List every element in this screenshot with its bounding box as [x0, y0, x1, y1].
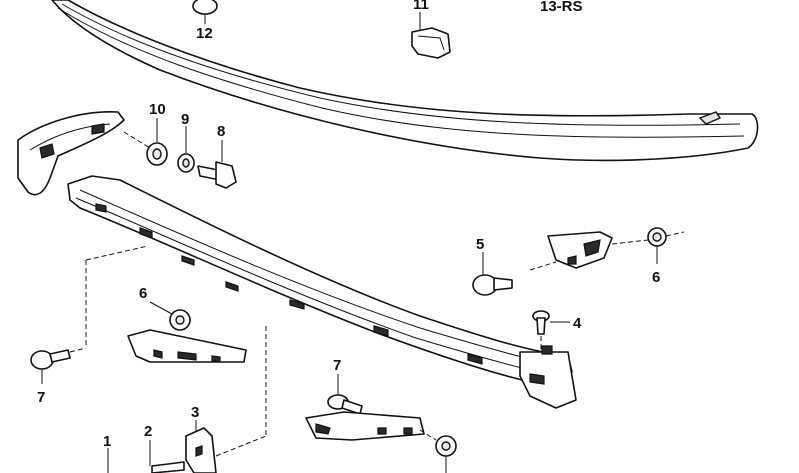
bumper-bar — [51, 0, 759, 162]
callout-6-left: 6 — [139, 285, 147, 302]
bracket-3 — [185, 326, 267, 473]
callout-2: 2 — [144, 423, 152, 440]
bolt-7-lower — [327, 374, 363, 415]
callout-11: 11 — [413, 0, 429, 13]
bumper-clip-11 — [411, 12, 451, 59]
washer-9 — [177, 126, 195, 173]
callout-9: 9 — [181, 111, 189, 128]
callout-10: 10 — [149, 101, 166, 118]
nut-12 — [192, 0, 218, 24]
callout-7-lower: 7 — [333, 357, 341, 374]
bumper-end-cap-left — [17, 111, 151, 196]
callout-8: 8 — [217, 123, 225, 140]
bolt-8 — [197, 140, 237, 189]
callout-1: 1 — [103, 433, 111, 450]
rivet-5 — [472, 252, 513, 296]
bolt-7-left — [30, 245, 149, 384]
nut-6-left — [149, 301, 191, 331]
nut-lower — [435, 435, 457, 473]
bumper-carrier-bar — [67, 175, 577, 409]
lower-bracket — [305, 411, 437, 441]
callout-4: 4 — [573, 315, 582, 332]
screw-4 — [532, 310, 570, 352]
left-mount-bracket — [127, 329, 247, 363]
right-bracket — [529, 231, 613, 271]
callout-3: 3 — [191, 404, 199, 421]
nut-10 — [146, 118, 168, 166]
bolt-2 — [149, 440, 185, 473]
callout-6-right: 6 — [652, 269, 660, 286]
corner-label: 13-RS — [540, 0, 583, 15]
callout-5: 5 — [476, 236, 484, 253]
callout-12: 12 — [196, 25, 213, 42]
nut-6-right — [611, 227, 685, 264]
callout-7-left: 7 — [37, 389, 45, 406]
